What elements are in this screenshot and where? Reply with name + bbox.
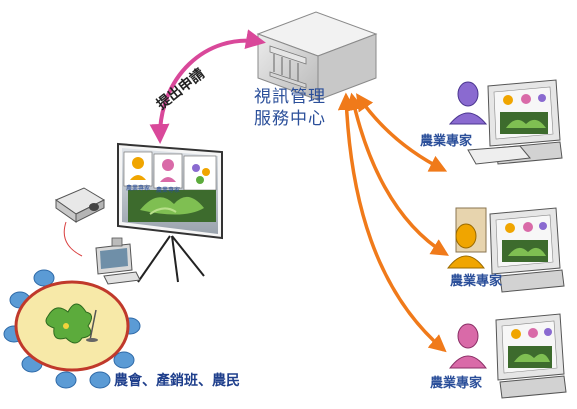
- projector-icon: [54, 187, 106, 257]
- expert-label-3: 農業專家: [430, 376, 483, 391]
- center-label-line2: 服務中心: [254, 109, 326, 129]
- screen-tile-label-1: 農業專家: [126, 184, 150, 192]
- expert-station-1: [448, 79, 563, 165]
- apply-arrow: [149, 29, 266, 144]
- expert-station-3: [448, 313, 567, 399]
- projection-screen-icon: [117, 142, 223, 283]
- computer-icon: [495, 313, 567, 399]
- expert-station-2: [446, 207, 565, 293]
- user-avatar-icon: [448, 323, 488, 369]
- expert-arrows: [337, 92, 449, 353]
- expert-label-2: 農業專家: [450, 274, 503, 289]
- venue-label: 農會、產銷班、農民: [114, 373, 240, 389]
- computer-icon: [95, 237, 141, 285]
- user-avatar-icon: [446, 223, 486, 269]
- center-label-line1: 視訊管理: [254, 87, 326, 107]
- meeting-table-icon: [3, 269, 141, 389]
- computer-icon: [467, 79, 563, 165]
- screen-tile-label-2: 農業專家: [156, 186, 180, 194]
- expert-label-1: 農業專家: [420, 134, 473, 149]
- building-icon: [256, 11, 378, 101]
- user-avatar-icon: [448, 81, 488, 125]
